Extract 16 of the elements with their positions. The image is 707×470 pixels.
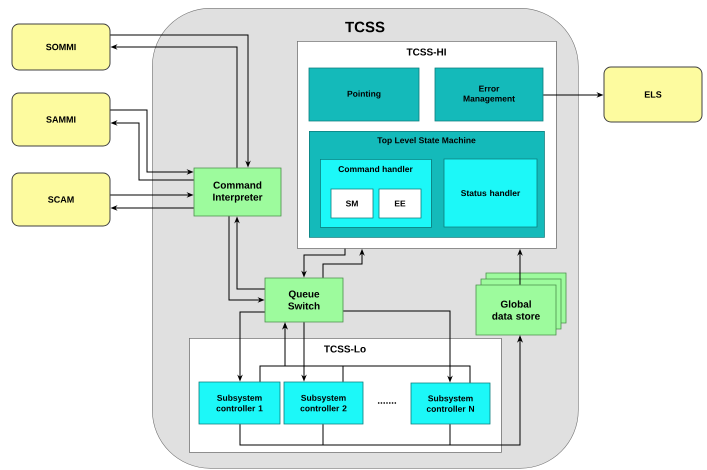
process-box: Queue Switch bbox=[264, 278, 344, 322]
handler-box: Status handler bbox=[444, 158, 538, 228]
data-store-stack: Global data store bbox=[476, 272, 566, 336]
module-box: Pointing bbox=[308, 68, 420, 122]
controller-box: Subsystem controller 1 bbox=[198, 382, 280, 424]
external-system-box: ELS bbox=[604, 66, 702, 122]
component-box: SM bbox=[330, 188, 374, 218]
ellipsis-dots: ....... bbox=[378, 402, 396, 404]
controller-box: Subsystem controller N bbox=[410, 382, 490, 424]
external-system-box: SCAM bbox=[12, 172, 110, 226]
module-box: Error Management bbox=[434, 68, 544, 122]
external-system-box: SOMMI bbox=[12, 24, 110, 70]
external-system-box: SAMMI bbox=[12, 92, 110, 146]
controller-box: Subsystem controller 2 bbox=[284, 382, 364, 424]
process-box: Command Interpreter bbox=[194, 168, 282, 216]
component-box: EE bbox=[378, 188, 422, 218]
